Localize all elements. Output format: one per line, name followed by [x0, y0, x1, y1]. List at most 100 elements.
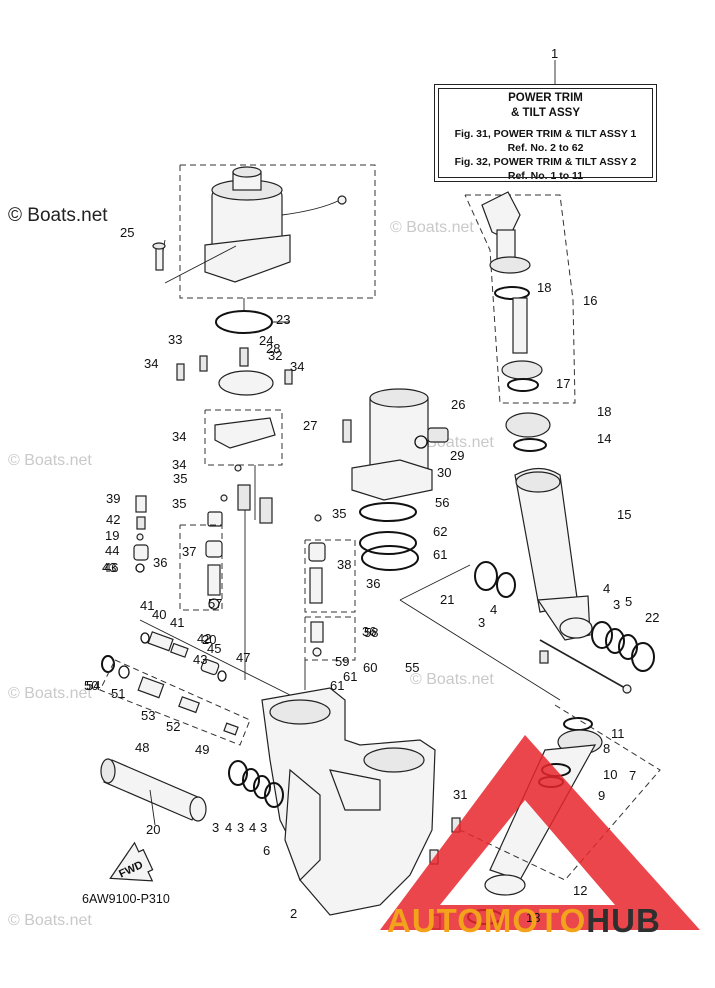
callout-number: 49 — [195, 742, 209, 757]
manual-valve-parts — [99, 619, 301, 746]
reservoir — [342, 388, 449, 571]
callout-number: 3 — [613, 597, 620, 612]
callout-number: 4 — [225, 820, 232, 835]
title-line: POWER TRIM — [508, 92, 583, 104]
title-ref-line: Ref. No. 1 to 11 — [507, 170, 584, 182]
callout-number: 41 — [170, 615, 184, 630]
callout-number: 43 — [102, 560, 116, 575]
callout-number: 16 — [583, 293, 597, 308]
callout-number: 1 — [551, 46, 558, 61]
callout-number: 20 — [146, 822, 160, 837]
callout-number: 45 — [207, 641, 221, 656]
o-ring — [215, 310, 273, 334]
callout-number: 7 — [629, 768, 636, 783]
callout-number: 62 — [433, 524, 447, 539]
callout-number: 46 — [104, 560, 118, 575]
callout-number: 41 — [140, 598, 154, 613]
title-ref-line: Ref. No. 2 to 62 — [507, 142, 584, 154]
callout-number: 57 — [208, 596, 222, 611]
callout-number: 2 — [290, 906, 297, 921]
callout-number: 53 — [141, 708, 155, 723]
callout-number: 35 — [332, 506, 346, 521]
callout-number: 61 — [330, 678, 344, 693]
callout-number: 29 — [450, 448, 464, 463]
callout-number: 43 — [193, 652, 207, 667]
callout-number: 51 — [111, 686, 125, 701]
callout-number: 14 — [597, 431, 611, 446]
callout-number: 26 — [451, 397, 465, 412]
callout-number: 36 — [366, 576, 380, 591]
automotohub-logo: AUTOMOTOHUB — [387, 902, 661, 940]
callout-number: 19 — [105, 528, 119, 543]
callout-number: 31 — [453, 787, 467, 802]
callout-number: 22 — [645, 610, 659, 625]
callout-number: 61 — [433, 547, 447, 562]
title-box: POWER TRIM & TILT ASSY Fig. 31, POWER TR… — [434, 84, 657, 182]
callout-number: 50 — [84, 678, 98, 693]
callout-number: 21 — [440, 592, 454, 607]
valve-column-left — [179, 464, 246, 680]
callout-number: 28 — [266, 341, 280, 356]
callout-number: 37 — [182, 544, 196, 559]
title-ref-line: Fig. 31, POWER TRIM & TILT ASSY 1 — [454, 128, 637, 140]
callout-number: 60 — [363, 660, 377, 675]
callout-number: 61 — [343, 669, 357, 684]
callout-number: 23 — [276, 312, 290, 327]
callout-number: 15 — [617, 507, 631, 522]
callout-number: 13 — [526, 910, 540, 925]
callout-number: 10 — [603, 767, 617, 782]
callout-number: 3 — [478, 615, 485, 630]
callout-number: 30 — [437, 465, 451, 480]
callout-number: 39 — [106, 491, 120, 506]
logo-text-a: AUTOMOTO — [387, 902, 587, 939]
callout-number: 34 — [172, 429, 186, 444]
callout-number: 36 — [362, 624, 376, 639]
callout-number: 18 — [597, 404, 611, 419]
callout-number: 3 — [260, 820, 267, 835]
seals-left — [228, 760, 284, 808]
callout-number: 47 — [236, 650, 250, 665]
motor-assembly — [152, 164, 376, 312]
watermark: © Boats.net — [8, 912, 92, 929]
callout-number: 32 — [268, 348, 282, 363]
callout-number: 35 — [173, 471, 187, 486]
title-box-frame — [438, 88, 653, 178]
callout-number: 59 — [335, 654, 349, 669]
gear-pump — [176, 347, 293, 524]
callout-number: 58 — [364, 625, 378, 640]
callout-number: 4 — [249, 820, 256, 835]
callout-number: 34 — [172, 457, 186, 472]
callout-number: 18 — [537, 280, 551, 295]
callout-number: 56 — [435, 495, 449, 510]
callout-number: 42 — [197, 631, 211, 646]
watermark: © Boats.net — [8, 685, 92, 702]
callout-number: 54 — [86, 678, 100, 693]
tilt-cylinder — [399, 412, 593, 701]
callout-number: 36 — [153, 555, 167, 570]
trim-rod — [464, 191, 576, 404]
callout-number: 20 — [202, 632, 216, 647]
watermark: © Boats.net — [410, 671, 494, 688]
callout-number: 4 — [603, 581, 610, 596]
title-line: & TILT ASSY — [511, 107, 580, 119]
copyright-text: © Boats.net — [8, 205, 108, 226]
callout-number: 44 — [105, 543, 119, 558]
callout-number: 33 — [168, 332, 182, 347]
callout-number: 3 — [237, 820, 244, 835]
callout-number: 4 — [490, 602, 497, 617]
callout-number: 42 — [106, 512, 120, 527]
callout-number: 17 — [556, 376, 570, 391]
callout-number: 35 — [172, 496, 186, 511]
watermark: © Boats.net — [390, 219, 474, 236]
callout-number: 52 — [166, 719, 180, 734]
valve-column-right — [304, 514, 356, 690]
title-ref-line: Fig. 32, POWER TRIM & TILT ASSY 2 — [454, 156, 637, 168]
callout-number: 3 — [212, 820, 219, 835]
pipe — [539, 639, 632, 694]
accumulator-tube — [100, 758, 207, 826]
trim-tilt-housing — [261, 687, 436, 916]
callout-number: 11 — [611, 726, 625, 741]
callout-number: 25 — [120, 225, 134, 240]
